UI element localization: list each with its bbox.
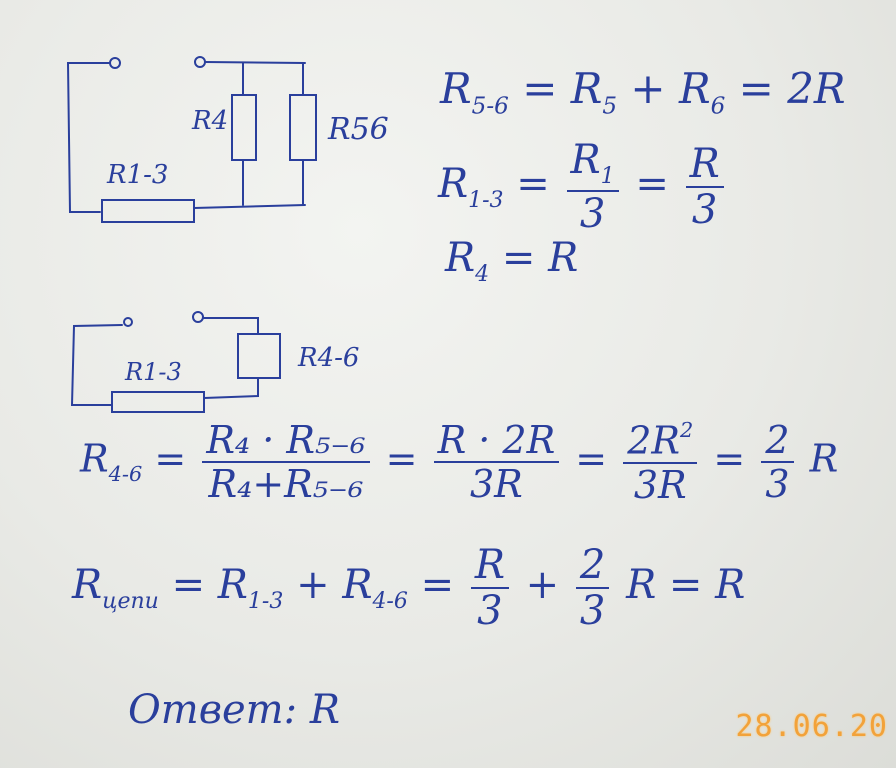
eq5-frac2: 2 3: [575, 542, 610, 634]
resistor-r13-2: [111, 391, 205, 413]
eq1-lhs: R: [440, 64, 472, 113]
date-stamp: 28.06.20: [735, 709, 888, 744]
eq5-term1: R: [217, 562, 248, 608]
resistor-r13: [101, 199, 195, 223]
eq2-lhs: R: [438, 160, 469, 207]
circuit-2: [70, 311, 281, 413]
eq3-lhs-sub: 4: [475, 261, 490, 287]
answer-line: Ответ: R: [128, 690, 340, 730]
eq4-num1: R₄ · R₅₋₆: [206, 417, 366, 462]
eq4-frac1: R₄ · R₅₋₆ R₄+R₅₋₆: [202, 417, 370, 506]
eq1-r6-sub: 6: [710, 93, 726, 120]
eq2-num1-sub: 1: [600, 163, 615, 189]
answer-label: Ответ:: [128, 687, 298, 733]
equation-r4: R4 = R: [445, 238, 578, 286]
eq4-den1: R₄+R₅₋₆: [208, 461, 364, 506]
answer-value: R: [309, 687, 340, 733]
eq1-r6: + R: [630, 64, 711, 113]
label-r56: R56: [328, 112, 389, 147]
resistor-r46: [237, 333, 281, 379]
eq2-lhs-sub: 1-3: [468, 187, 504, 213]
eq1-result: = 2R: [738, 64, 846, 113]
eq5-term2-sub: 4-6: [372, 588, 408, 614]
eq4-den4: 3: [765, 461, 790, 506]
equation-r56: R5-6 = R5 + R6 = 2R: [440, 68, 846, 118]
terminal-b: [194, 56, 206, 68]
eq1-r5-sub: 5: [602, 93, 618, 120]
eq2-den2: 3: [691, 186, 718, 233]
eq5-num1: R: [474, 542, 505, 588]
circuit-1: [66, 56, 317, 223]
equation-r46: R4-6 = R₄ · R₅₋₆ R₄+R₅₋₆ = R · 2R 3R = 2…: [80, 417, 839, 507]
resistor-r56: [289, 94, 317, 161]
eq5-den2: 3: [579, 588, 606, 634]
eq2-frac2: R 3: [685, 140, 724, 233]
label-r13: R1-3: [107, 160, 169, 190]
eq5-num2: 2: [579, 542, 606, 588]
wire-left-2: [70, 324, 123, 406]
wire-left: [66, 62, 111, 213]
eq5-lhs-sub: цепи: [102, 588, 159, 614]
equation-total: Rцепи = R1-3 + R4-6 = R 3 + 2 3 R = R: [72, 542, 746, 634]
eq4-num3-sup: 2: [680, 418, 694, 442]
eq5-term1-sub: 1-3: [247, 588, 284, 614]
eq3-rhs: = R: [501, 235, 579, 281]
resistor-r4: [231, 94, 257, 161]
eq2-eq: =: [635, 160, 669, 207]
eq4-lhs: R: [80, 436, 109, 481]
eq2-num1: R: [570, 137, 601, 183]
eq4-lhs-sub: 4-6: [108, 461, 143, 486]
eq4-frac3: 2R2 3R: [623, 418, 698, 507]
wire-top-2: [202, 317, 259, 335]
eq5-plus2: +: [525, 562, 560, 608]
eq2-den1: 3: [579, 190, 606, 237]
eq4-den3: 3R: [633, 462, 687, 507]
wire-top: [204, 61, 306, 64]
terminal-a: [109, 57, 121, 69]
eq4-num2: R · 2R: [437, 417, 556, 462]
eq4-frac4: 2 3: [761, 417, 794, 506]
label-r46: R4-6: [298, 343, 360, 373]
label-r13-2: R1-3: [125, 358, 182, 386]
terminal-d: [192, 311, 204, 323]
eq5-tail: R = R: [626, 562, 746, 608]
eq3-lhs: R: [445, 235, 476, 281]
eq5-frac1: R 3: [470, 542, 509, 634]
wire-bottom: [193, 204, 306, 209]
eq4-num4: 2: [765, 417, 790, 462]
eq5-den1: 3: [477, 588, 503, 634]
eq4-den2: 3R: [469, 461, 523, 506]
eq2-num2: R: [689, 140, 720, 187]
label-r4: R4: [192, 106, 229, 136]
equation-r13: R1-3 = R1 3 = R 3: [438, 140, 728, 234]
eq4-frac2: R · 2R 3R: [433, 417, 560, 506]
eq4-num3: 2R: [627, 418, 681, 463]
terminal-c: [123, 317, 133, 327]
eq4-tail: R: [809, 436, 839, 481]
eq5-plus: +: [296, 562, 330, 608]
wire-bottom-2: [203, 377, 259, 399]
eq1-lhs-sub: 5-6: [471, 93, 509, 120]
eq1-r5: = R: [522, 64, 603, 113]
eq5-lhs: R: [72, 562, 103, 608]
eq2-frac1: R1 3: [566, 137, 619, 237]
eq5-term2: R: [342, 562, 373, 608]
